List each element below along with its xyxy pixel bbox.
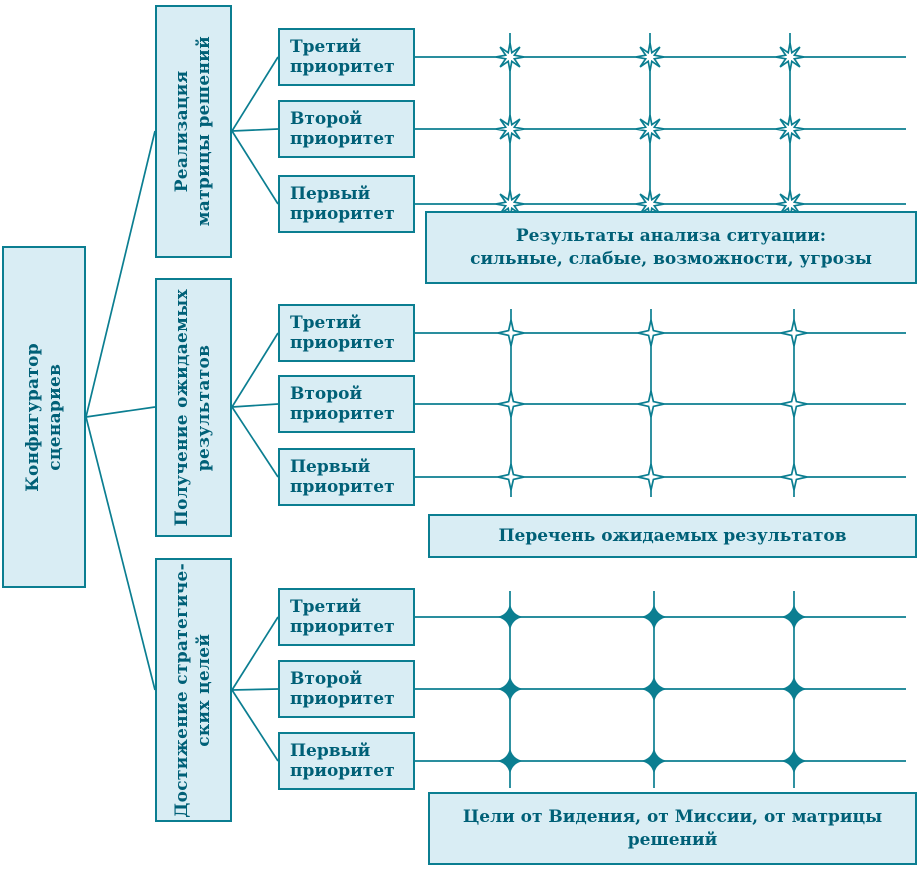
priority-box-second-1: Второй приоритет [278, 100, 415, 158]
connector-line [231, 332, 279, 408]
connector-line [231, 130, 279, 205]
priority-box-third-2: Третий приоритет [278, 304, 415, 362]
four-point-star-icon [637, 463, 665, 491]
four-point-star-icon [637, 390, 665, 418]
connector-line [231, 403, 279, 408]
connector-line [85, 416, 156, 691]
group-box-expected-results: Получение ожидаемых результатов [155, 278, 232, 537]
connector-line [231, 406, 279, 478]
priority-box-first-1: Первый приоритет [278, 175, 415, 233]
root-node: Конфигуратор сценариев [2, 246, 86, 588]
priority-box-first-2: Первый приоритет [278, 448, 415, 506]
priority-box-second-2: Второй приоритет [278, 375, 415, 433]
four-point-star-icon [497, 463, 525, 491]
group-label: Получение ожидаемых результатов [172, 288, 215, 527]
burst-icon [495, 114, 525, 144]
priority-label: Второй приоритет [290, 108, 395, 149]
four-point-star-icon [780, 390, 808, 418]
priority-box-second-3: Второй приоритет [278, 660, 415, 718]
priority-label: Третий приоритет [290, 596, 395, 637]
priority-label: Первый приоритет [290, 740, 395, 781]
group-label: Реализация матрицы решений [172, 36, 215, 227]
root-label: Конфигуратор сценариев [22, 342, 65, 492]
result-box-situation-analysis: Результаты анализа ситуации: сильные, сл… [425, 211, 917, 284]
burst-icon [635, 42, 665, 72]
sparkle-icon [496, 747, 524, 775]
priority-label: Второй приоритет [290, 668, 395, 709]
sparkle-icon [640, 603, 668, 631]
result-box-goals: Цели от Видения, от Миссии, от матрицы р… [428, 792, 917, 865]
priority-label: Первый приоритет [290, 183, 395, 224]
priority-box-third-1: Третий приоритет [278, 28, 415, 86]
connector-line [231, 616, 279, 691]
result-label: Перечень ожидаемых результатов [498, 525, 847, 546]
priority-label: Третий приоритет [290, 312, 395, 353]
four-point-star-icon [780, 319, 808, 347]
priority-label: Первый приоритет [290, 456, 395, 497]
sparkle-icon [780, 747, 808, 775]
connector-line [85, 406, 156, 418]
burst-icon [775, 114, 805, 144]
burst-icon [495, 42, 525, 72]
result-box-expected-results-list: Перечень ожидаемых результатов [428, 514, 917, 558]
burst-icon [635, 114, 665, 144]
connector-line [85, 130, 156, 418]
result-label: Цели от Видения, от Миссии, от матрицы р… [462, 806, 883, 850]
four-point-star-icon [780, 463, 808, 491]
connector-line [231, 128, 279, 132]
sparkle-icon [496, 675, 524, 703]
group-box-strategic-goals: Достижение стратегиче- ских целей [155, 558, 232, 822]
sparkle-icon [640, 747, 668, 775]
sparkle-icon [780, 603, 808, 631]
group-label: Достижение стратегиче- ских целей [172, 562, 215, 818]
sparkle-icon [640, 675, 668, 703]
four-point-star-icon [497, 319, 525, 347]
result-label: Результаты анализа ситуации: сильные, сл… [470, 225, 872, 269]
connector-line [231, 689, 279, 762]
priority-label: Третий приоритет [290, 36, 395, 77]
connector-line [231, 56, 279, 132]
priority-box-third-3: Третий приоритет [278, 588, 415, 646]
group-box-decision-matrix: Реализация матрицы решений [155, 5, 232, 258]
priority-box-first-3: Первый приоритет [278, 732, 415, 790]
four-point-star-icon [497, 390, 525, 418]
burst-icon [775, 42, 805, 72]
connector-line [231, 688, 279, 691]
priority-label: Второй приоритет [290, 383, 395, 424]
sparkle-icon [780, 675, 808, 703]
sparkle-icon [496, 603, 524, 631]
four-point-star-icon [637, 319, 665, 347]
